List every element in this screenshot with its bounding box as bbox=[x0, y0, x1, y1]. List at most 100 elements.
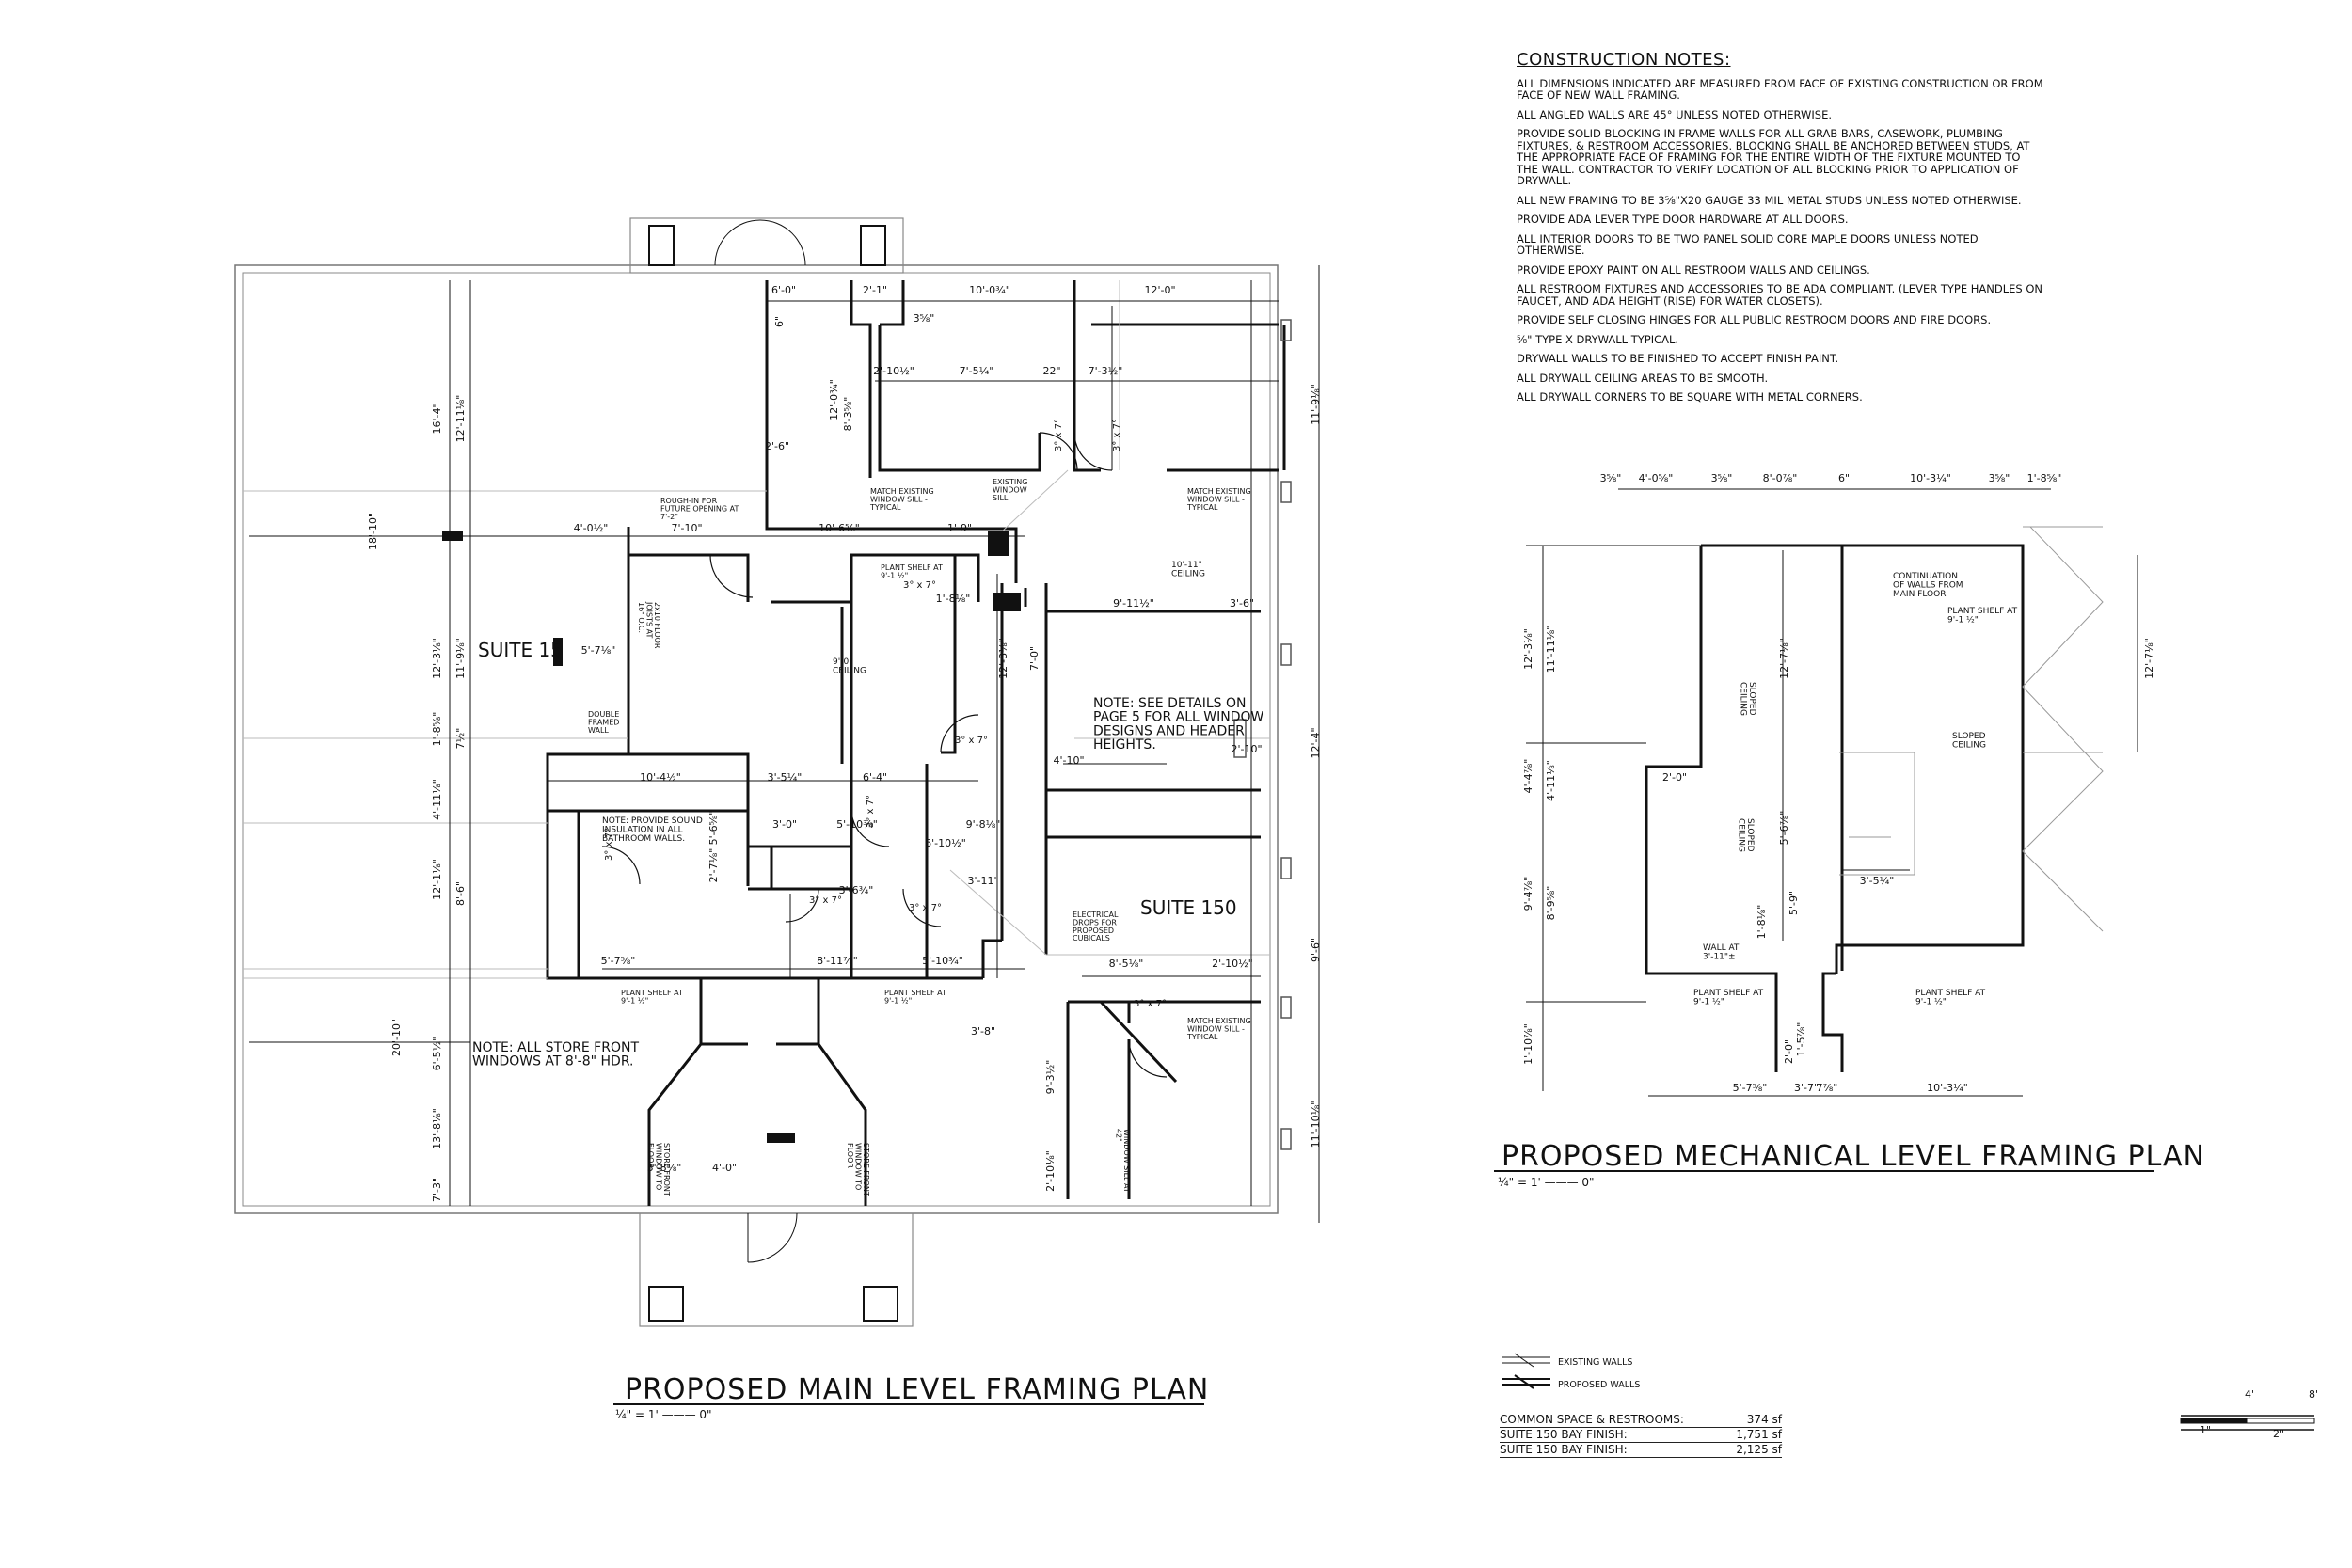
dimension-label: 5'-10¾" bbox=[922, 955, 963, 967]
main-plan-scale: ¼" = 1' ——— 0" bbox=[615, 1408, 712, 1421]
dimension-label: 12'-1⅛" bbox=[431, 859, 443, 900]
room-label: SUITE 150 bbox=[1140, 896, 1237, 919]
dimension-label: 2'-7⅛" bbox=[707, 848, 720, 883]
dimension-label: 3⅝" bbox=[1711, 472, 1733, 484]
dimension-label: 10'-6⅝" bbox=[818, 522, 860, 534]
dimension-label: 11'-10⅛" bbox=[1310, 1101, 1322, 1148]
dimension-label: 6'-4" bbox=[863, 771, 887, 784]
dimension-label: 2'-0" bbox=[1783, 1039, 1795, 1064]
door-tag: 3° x 7° bbox=[909, 903, 942, 913]
dimension-label: 9'-8⅛" bbox=[966, 818, 1001, 831]
dimension-label: 8'-3⅝" bbox=[842, 397, 854, 432]
dimension-label: 8'-5⅛" bbox=[1109, 958, 1144, 970]
wall-legend: EXISTING WALLS PROPOSED WALLS bbox=[1500, 1351, 1801, 1396]
dimension-label: 3'-11" bbox=[967, 875, 998, 887]
dimension-label: 2'-10⅛" bbox=[1044, 1150, 1057, 1192]
dimension-label: 8'-0⅞" bbox=[1763, 472, 1798, 484]
dimension-label: 11'-9⅛" bbox=[1310, 384, 1322, 425]
dimension-label: 18'-10" bbox=[367, 513, 379, 550]
dimension-label: 12'-7⅛" bbox=[2143, 638, 2155, 679]
plan-note: 2x10 FLOORJOISTS AT16" O.C. bbox=[637, 601, 661, 649]
dimension-label: 9'-4⅞" bbox=[1522, 877, 1534, 911]
dimension-label: 9'-3½" bbox=[1044, 1060, 1057, 1095]
door-tag: 3° x 7° bbox=[809, 895, 842, 906]
dimension-label: 3'-6¾" bbox=[839, 884, 874, 896]
construction-note: PROVIDE ADA LEVER TYPE DOOR HARDWARE AT … bbox=[1517, 213, 1849, 226]
dimension-label: 12'-3⅛" bbox=[431, 638, 443, 679]
door-tag: 3° x 7° bbox=[903, 580, 936, 591]
dimension-label: 6'-0" bbox=[771, 284, 796, 296]
dimension-label: 2'-1" bbox=[863, 284, 887, 296]
dimension-label: 2'-0" bbox=[1662, 771, 1687, 784]
dimension-label: 4'-10" bbox=[1053, 754, 1084, 767]
plan-note: 9'-0"CEILING bbox=[833, 657, 866, 675]
dimension-label: 7'-0" bbox=[1028, 646, 1041, 671]
plan-note: SLOPEDCEILING bbox=[1737, 818, 1755, 852]
dimension-label: 6" bbox=[773, 316, 786, 327]
dimension-label: 1'-8⅛" bbox=[1756, 905, 1768, 940]
construction-notes: CONSTRUCTION NOTES: ALL DIMENSIONS INDIC… bbox=[1517, 52, 2043, 411]
dimension-label: 3'-7" bbox=[1794, 1082, 1819, 1094]
dimension-label: 3'-6" bbox=[1230, 597, 1254, 610]
dimension-label: 3'-0" bbox=[772, 818, 797, 831]
dimension-label: 11'-11⅛" bbox=[1545, 626, 1557, 673]
dimension-label: 10'-4½" bbox=[640, 771, 681, 784]
dimension-label: 2'-10½" bbox=[1212, 958, 1253, 970]
dimension-label: 7'-3" bbox=[431, 1178, 443, 1202]
area-row: SUITE 150 BAY FINISH:1,751 sf bbox=[1500, 1428, 1782, 1443]
dimension-label: 2'-6" bbox=[765, 440, 789, 452]
dimension-label: 4'-0" bbox=[712, 1162, 737, 1174]
dimension-label: 5'-6⅝" bbox=[707, 811, 720, 846]
dimension-label: 3'-8⅛" bbox=[647, 1162, 682, 1174]
dimension-label: 7'-10" bbox=[671, 522, 702, 534]
dimension-label: 3⅝" bbox=[1989, 472, 2010, 484]
dimension-label: 12'-3⅛" bbox=[1522, 628, 1534, 670]
mech-plan-scale: ¼" = 1' ——— 0" bbox=[1498, 1176, 1595, 1189]
construction-note: ALL DIMENSIONS INDICATED ARE MEASURED FR… bbox=[1517, 76, 2043, 102]
construction-note: ALL RESTROOM FIXTURES AND ACCESSORIES TO… bbox=[1517, 282, 2043, 308]
main-plan-title: PROPOSED MAIN LEVEL FRAMING PLAN bbox=[625, 1373, 1210, 1406]
dimension-label: 12'-0¾" bbox=[828, 379, 840, 420]
dimension-label: 9'-6" bbox=[1310, 938, 1322, 962]
dimension-label: 5'-7⅝" bbox=[601, 955, 636, 967]
door-tag: 3° x 7° bbox=[866, 795, 876, 828]
dimension-label: 2'-10" bbox=[1231, 743, 1262, 755]
dimension-label: 8'-6" bbox=[454, 881, 467, 906]
scale-label: 8' bbox=[2309, 1388, 2319, 1401]
dimension-label: 13'-8⅛" bbox=[431, 1108, 443, 1149]
plan-note: WINDOW SILL AT42" bbox=[1115, 1129, 1131, 1193]
area-schedule: COMMON SPACE & RESTROOMS:374 sf SUITE 15… bbox=[1500, 1413, 1782, 1458]
dimension-label: 6'-10½" bbox=[925, 837, 966, 849]
dimension-label: 1'-8⅝" bbox=[431, 712, 443, 747]
dimension-label: 3⅝" bbox=[914, 312, 935, 325]
dimension-label: 1'-8⅝" bbox=[2027, 472, 2062, 484]
construction-note: DRYWALL WALLS TO BE FINISHED TO ACCEPT F… bbox=[1517, 352, 1839, 365]
dimension-label: 3'-5¼" bbox=[1860, 875, 1895, 887]
door-tag: 3° x 7° bbox=[1054, 419, 1064, 451]
construction-note: PROVIDE EPOXY PAINT ON ALL RESTROOM WALL… bbox=[1517, 262, 1870, 277]
dimension-label: 9'-11½" bbox=[1113, 597, 1154, 610]
dimension-label: 4'-11⅛" bbox=[431, 779, 443, 820]
dimension-label: 6" bbox=[1838, 472, 1850, 484]
mechanical-level-framing-plan bbox=[1526, 488, 2138, 1097]
scale-label: 4' bbox=[2245, 1388, 2255, 1401]
plan-note: SLOPEDCEILING bbox=[1739, 682, 1756, 716]
construction-note: ALL INTERIOR DOORS TO BE TWO PANEL SOLID… bbox=[1517, 231, 1979, 257]
plan-note: 10'-11"CEILING bbox=[1171, 561, 1205, 578]
dimension-label: 10'-3¼" bbox=[1910, 472, 1951, 484]
dimension-label: 10'-3¼" bbox=[1927, 1082, 1968, 1094]
mech-plan-title: PROPOSED MECHANICAL LEVEL FRAMING PLAN bbox=[1502, 1140, 2205, 1173]
